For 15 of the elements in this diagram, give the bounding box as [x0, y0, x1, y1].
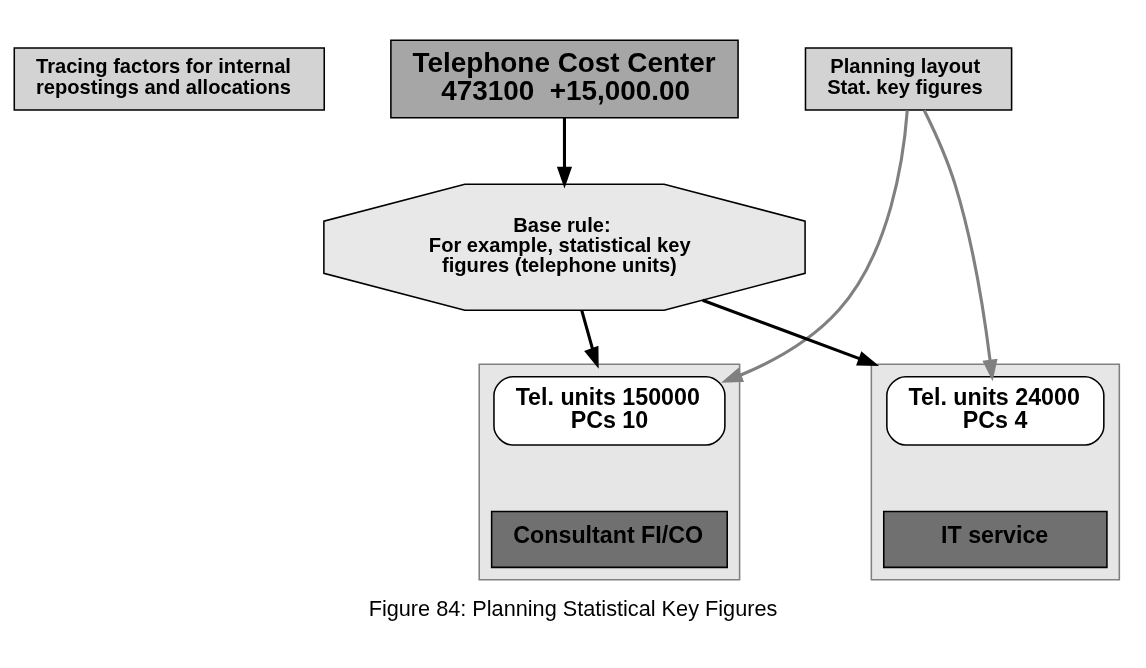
- node-box: Tel. units 150000 PCs 10: [493, 375, 726, 446]
- arrow: [702, 298, 880, 366]
- node-box: Tel. units 24000 PCs 4: [886, 375, 1105, 446]
- node-box: Tracing factors for internal repostings and allocations: [13, 47, 326, 111]
- arrow: [580, 309, 599, 369]
- arrow: [556, 117, 573, 189]
- node-box: Consultant FI/CO: [490, 510, 728, 569]
- arrow: [922, 109, 998, 382]
- cluster: [870, 363, 1121, 581]
- caption: Figure 84: Planning Statistical Key Figures: [368, 595, 778, 621]
- node-box: Planning layout Stat. key figures: [804, 47, 1013, 111]
- cluster: [478, 363, 741, 581]
- arrow: [721, 110, 909, 383]
- node-box: Telephone Cost Center 473100 +15,000.00: [390, 39, 739, 119]
- node-box: IT service: [882, 510, 1108, 569]
